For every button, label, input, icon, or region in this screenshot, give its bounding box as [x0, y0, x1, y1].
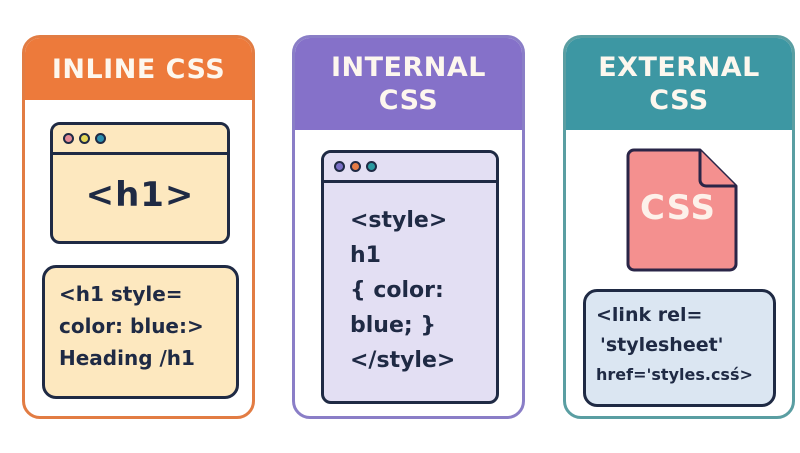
code-line: <link rel= — [596, 304, 703, 326]
window-dot-icon — [334, 161, 345, 172]
window-dot-icon — [350, 161, 361, 172]
inline-code-snippet: <h1 style= color: blue:> Heading /h1 — [42, 265, 239, 399]
internal-css-title-line: CSS — [378, 85, 439, 116]
code-line: { color: — [350, 278, 444, 303]
window-dot-icon — [63, 133, 74, 144]
code-line: h1 — [350, 243, 381, 268]
inline-css-card: INLINE CSS <h1> <h1 style= color: blue:>… — [22, 35, 255, 419]
code-line: href='styles.csś> — [596, 365, 753, 384]
window-dot-icon — [366, 161, 377, 172]
code-line: <h1 style= — [59, 282, 183, 306]
css-file-label: CSS — [639, 188, 717, 228]
window-title-bar — [53, 125, 227, 155]
internal-css-header: INTERNAL CSS — [295, 38, 522, 130]
internal-css-title-line: INTERNAL — [331, 52, 486, 83]
external-css-title-line: EXTERNAL — [598, 52, 760, 83]
h1-tag-label: <h1> — [85, 175, 195, 215]
code-line: <style> — [350, 208, 448, 233]
internal-browser-window: <style> h1 { color: blue; } </style> — [321, 150, 499, 404]
style-block-code: <style> h1 { color: blue; } </style> — [324, 183, 496, 378]
code-line: Heading /h1 — [59, 346, 195, 370]
window-title-bar — [324, 153, 496, 183]
external-css-title-line: CSS — [649, 85, 709, 116]
external-css-header: EXTERNAL CSS — [566, 38, 792, 130]
code-line: color: blue:> — [59, 314, 204, 338]
css-file-icon — [626, 148, 738, 272]
inline-css-title: INLINE CSS — [51, 53, 226, 85]
code-line: blue; } — [350, 313, 436, 338]
window-dot-icon — [95, 133, 106, 144]
link-tag-snippet: <link rel= 'stylesheet' href='styles.csś… — [583, 289, 776, 407]
code-line: </style> — [350, 348, 456, 373]
code-line: 'stylesheet' — [600, 334, 724, 356]
inline-browser-window: <h1> — [50, 122, 230, 244]
external-css-card: EXTERNAL CSS CSS <link rel= 'stylesheet'… — [563, 35, 795, 419]
inline-css-header: INLINE CSS — [25, 38, 252, 100]
window-dot-icon — [79, 133, 90, 144]
internal-css-card: INTERNAL CSS <style> h1 { color: blue; }… — [292, 35, 525, 419]
